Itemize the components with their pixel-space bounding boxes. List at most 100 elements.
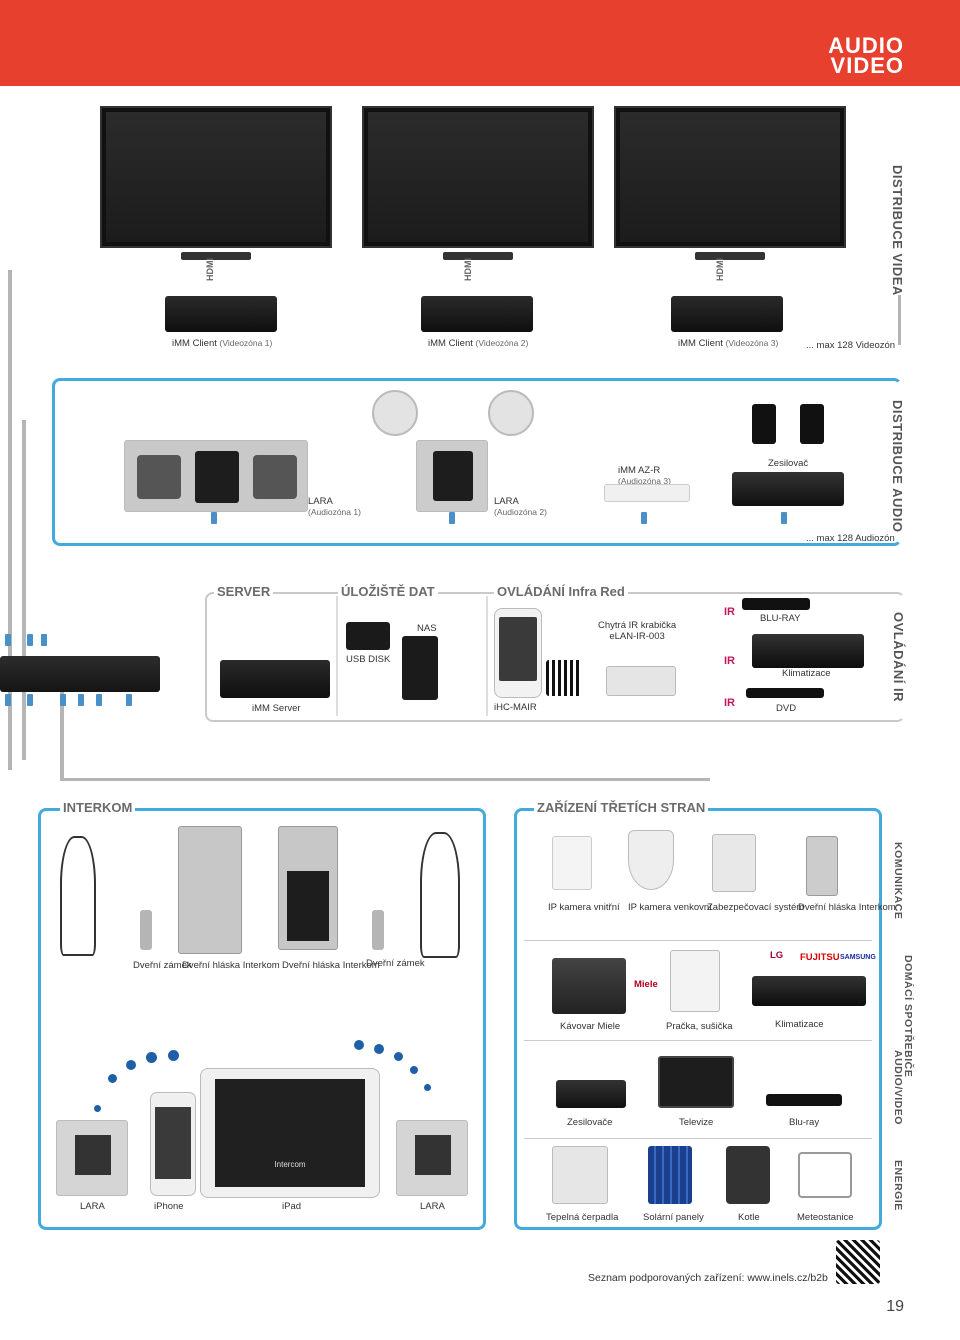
security-system-icon bbox=[712, 834, 756, 892]
video-side-title: DISTRIBUCE VIDEA bbox=[890, 165, 905, 296]
hdmi-label-3: HDMI bbox=[715, 258, 725, 281]
imm-server-box bbox=[220, 660, 330, 698]
man-figure-icon bbox=[420, 832, 460, 958]
footer-qr-code bbox=[836, 1240, 880, 1284]
cable-left-inner bbox=[22, 420, 26, 760]
cat-communication: KOMUNIKACE bbox=[892, 842, 904, 920]
amplifiers-icon bbox=[556, 1080, 626, 1108]
comm-label-4: Dveřní hláska Interkom bbox=[798, 902, 896, 913]
washing-machine-icon bbox=[670, 950, 720, 1012]
server-title: SERVER bbox=[214, 584, 274, 599]
brand-fujitsu: FUJITSU bbox=[800, 952, 840, 963]
dvd-device bbox=[746, 688, 824, 698]
energy-label-1: Tepelná čerpadla bbox=[546, 1212, 619, 1223]
third-party-title: ZAŘÍZENÍ TŘETÍCH STRAN bbox=[534, 800, 709, 815]
imm-client-box-2 bbox=[421, 296, 533, 332]
tv-3-screen bbox=[620, 112, 840, 242]
irbox-line-1: Chytrá IR krabička bbox=[598, 620, 677, 631]
switch-port-5 bbox=[27, 694, 33, 706]
azr-device bbox=[604, 484, 690, 502]
boiler-icon bbox=[726, 1146, 770, 1204]
comm-label-1: IP kamera vnitřní bbox=[548, 902, 620, 913]
appl-label-1: Kávovar Miele bbox=[560, 1021, 621, 1032]
client-1-name: iMM Client bbox=[172, 338, 217, 349]
door-panel-2 bbox=[278, 826, 338, 950]
lara-display-1 bbox=[195, 451, 239, 503]
energy-label-2: Solární panely bbox=[643, 1212, 704, 1223]
speaker-box-right bbox=[800, 404, 824, 444]
intercom-section bbox=[38, 808, 486, 1230]
tv-2-screen bbox=[368, 112, 588, 242]
audio-connector-4 bbox=[781, 512, 787, 524]
heat-pump-icon bbox=[552, 1146, 608, 1204]
bluray-device bbox=[742, 598, 810, 610]
solar-panel-icon bbox=[648, 1146, 692, 1204]
client-2-name: iMM Client bbox=[428, 338, 473, 349]
ipad-intercom-label: Intercom bbox=[274, 1160, 306, 1169]
lara-panel-1 bbox=[124, 440, 308, 512]
switch-port-4 bbox=[5, 694, 11, 706]
tv-1 bbox=[100, 106, 332, 260]
ihc-phone bbox=[494, 608, 542, 698]
ir-tag-2: IR bbox=[724, 655, 735, 667]
iphone-label: iPhone bbox=[154, 1201, 184, 1212]
cable-switch-down bbox=[60, 690, 64, 780]
page-number: 19 bbox=[886, 1298, 904, 1315]
iphone-device bbox=[150, 1092, 196, 1196]
bluray-label: BLU-RAY bbox=[760, 613, 801, 624]
usb-disk-label: USB DISK bbox=[346, 654, 391, 665]
av-label-3: Blu-ray bbox=[789, 1117, 820, 1128]
tv-2 bbox=[362, 106, 594, 260]
signal-dot bbox=[108, 1074, 117, 1083]
audio-connector-3 bbox=[641, 512, 647, 524]
ir-side-title: OVLÁDÁNÍ IR bbox=[891, 612, 906, 702]
azr-label: iMM AZ-R(Audiozóna 3) bbox=[618, 465, 671, 487]
energy-label-4: Meteostanice bbox=[797, 1212, 854, 1223]
appl-label-3: Klimatizace bbox=[775, 1019, 824, 1030]
imm-client-label-2: iMM Client (Videozóna 2) bbox=[428, 338, 528, 349]
lara-1-name: LARA bbox=[308, 496, 333, 507]
cat-energy: ENERGIE bbox=[892, 1160, 904, 1211]
audio-connector-2 bbox=[449, 512, 455, 524]
door-lock-2-icon bbox=[372, 910, 384, 950]
video-max: ... max 128 Videozón bbox=[806, 340, 896, 351]
switch-port-6 bbox=[60, 694, 66, 706]
door-lock-2-label: Dveřní zámek bbox=[366, 958, 425, 969]
amp-label: Zesilovač bbox=[768, 458, 809, 469]
brand-line-2: VIDEO bbox=[830, 53, 904, 78]
speaker-left-1 bbox=[137, 455, 181, 499]
door-intercom-icon bbox=[806, 836, 838, 896]
ip-camera-outdoor-icon bbox=[628, 830, 674, 890]
client-3-name: iMM Client bbox=[678, 338, 723, 349]
lara-left-screen bbox=[75, 1135, 111, 1175]
switch-port-1 bbox=[5, 634, 11, 646]
client-2-zone: (Videozóna 2) bbox=[475, 338, 529, 348]
television-icon bbox=[658, 1056, 734, 1108]
ir-tag-3: IR bbox=[724, 697, 735, 709]
cable-left-outer bbox=[8, 270, 12, 770]
client-1-zone: (Videozóna 1) bbox=[219, 338, 273, 348]
ir-clima-device bbox=[752, 634, 864, 668]
supported-devices-link[interactable]: Seznam podporovaných zařízení: www.inels… bbox=[588, 1272, 828, 1284]
door-panel-2-screen bbox=[287, 871, 329, 941]
azr-zone: (Audiozóna 3) bbox=[618, 476, 671, 486]
row-divider-1 bbox=[524, 940, 872, 941]
audio-connector-1 bbox=[211, 512, 217, 524]
comm-label-2: IP kamera venkovní bbox=[628, 902, 712, 913]
door-lock-1-label: Dveřní zámek bbox=[133, 960, 192, 971]
ip-camera-indoor-icon bbox=[552, 836, 592, 890]
intercom-title: INTERKOM bbox=[60, 800, 136, 815]
nas-device bbox=[402, 636, 438, 700]
brand-miele: Miele bbox=[634, 979, 658, 990]
tv-1-screen bbox=[106, 112, 326, 242]
imm-client-box-1 bbox=[165, 296, 277, 332]
switch-port-8 bbox=[96, 694, 102, 706]
tv-3-stand bbox=[695, 252, 765, 260]
coffee-machine-icon bbox=[552, 958, 626, 1014]
speaker-box-left bbox=[752, 404, 776, 444]
signal-dot bbox=[94, 1105, 101, 1112]
tv-1-stand bbox=[181, 252, 251, 260]
irbox-line-2: eLAN-IR-003 bbox=[609, 631, 665, 642]
door-panel-1 bbox=[178, 826, 242, 954]
